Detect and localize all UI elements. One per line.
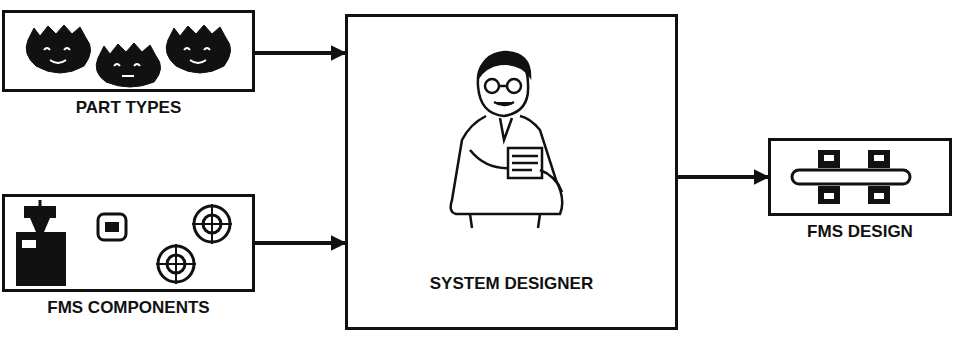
node-label: SYSTEM DESIGNER: [430, 275, 593, 294]
flow-arrow: [255, 241, 345, 245]
designer-box: SYSTEM DESIGNER: [345, 14, 678, 330]
node-label: PART TYPES: [76, 99, 181, 118]
layout-illustration: [792, 150, 910, 204]
components-box: FMS COMPONENTS: [2, 194, 255, 292]
node-label: FMS DESIGN: [807, 223, 913, 242]
part-illustration: [26, 25, 230, 87]
part-types-box: PART TYPES: [2, 10, 255, 92]
design-box: FMS DESIGN: [768, 138, 952, 216]
designer-illustration: [451, 52, 563, 228]
component-illustration: [16, 200, 232, 286]
node-label: FMS COMPONENTS: [47, 299, 209, 318]
flow-arrow: [678, 175, 768, 179]
flow-arrow: [255, 51, 345, 55]
